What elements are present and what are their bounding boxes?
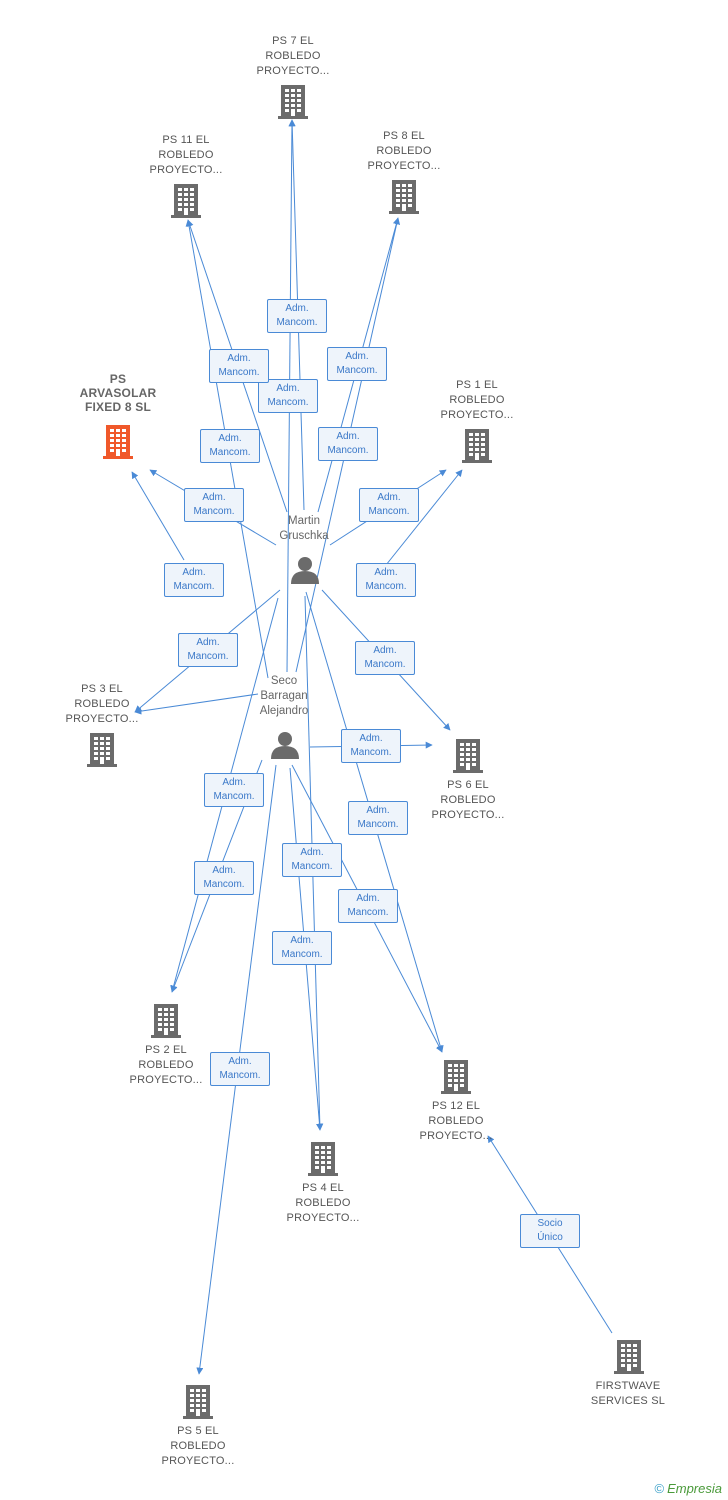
edge-label-fw-ps12[interactable]: Socio Único	[520, 1214, 580, 1248]
building-icon-ps5[interactable]	[183, 1385, 213, 1419]
edge-seco-ps3	[134, 693, 259, 715]
company-label-ps7[interactable]: PS 7 EL ROBLEDO PROYECTO...	[256, 35, 330, 77]
edge-label-seco-ps7[interactable]: Adm. Mancom.	[258, 379, 318, 413]
edge-label-martin-ps12[interactable]: Adm. Mancom.	[348, 801, 408, 835]
building-icon-ps2[interactable]	[151, 1004, 181, 1038]
copyright-icon: ©	[654, 1481, 665, 1496]
edge-label-seco-ps5[interactable]: Adm. Mancom.	[210, 1052, 270, 1086]
person-icon-martin[interactable]	[291, 557, 319, 584]
edge-label-seco-ps2[interactable]: Adm. Mancom.	[194, 861, 254, 895]
building-icon-arva[interactable]	[103, 425, 133, 459]
edge-label-martin-arva[interactable]: Adm. Mancom.	[184, 488, 244, 522]
edge-seco-arva	[131, 471, 185, 561]
nodes-layer	[87, 85, 644, 1419]
building-icon-ps11[interactable]	[171, 184, 201, 218]
edge-label-seco-ps12[interactable]: Adm. Mancom.	[338, 889, 398, 923]
building-icon-ps7[interactable]	[278, 85, 308, 119]
building-icon-ps12[interactable]	[441, 1060, 471, 1094]
company-label-ps1[interactable]: PS 1 EL ROBLEDO PROYECTO...	[440, 379, 514, 421]
person-label-seco[interactable]: Seco Barragan Alejandro	[259, 675, 309, 717]
edge-label-martin-ps1[interactable]: Adm. Mancom.	[359, 488, 419, 522]
edge-label-seco-ps6[interactable]: Adm. Mancom.	[341, 729, 401, 763]
building-icon-ps8[interactable]	[389, 180, 419, 214]
company-label-fw[interactable]: FIRSTWAVE SERVICES SL	[590, 1380, 666, 1407]
company-label-ps3[interactable]: PS 3 EL ROBLEDO PROYECTO...	[65, 683, 139, 725]
building-icon-ps1[interactable]	[462, 429, 492, 463]
company-label-ps2[interactable]: PS 2 EL ROBLEDO PROYECTO...	[129, 1044, 203, 1086]
company-label-ps4[interactable]: PS 4 EL ROBLEDO PROYECTO...	[286, 1182, 360, 1224]
edge-seco-ps1	[385, 469, 463, 566]
edge-label-seco-ps8[interactable]: Adm. Mancom.	[318, 427, 378, 461]
edge-label-seco-ps1[interactable]: Adm. Mancom.	[356, 563, 416, 597]
edge-label-martin-ps6[interactable]: Adm. Mancom.	[355, 641, 415, 675]
edge-label-martin-ps2[interactable]: Adm. Mancom.	[204, 773, 264, 807]
brand-logo: Empresia	[667, 1481, 722, 1496]
company-label-ps8[interactable]: PS 8 EL ROBLEDO PROYECTO...	[367, 130, 441, 172]
company-label-ps6[interactable]: PS 6 EL ROBLEDO PROYECTO...	[431, 779, 505, 821]
edge-label-martin-ps8[interactable]: Adm. Mancom.	[327, 347, 387, 381]
edge-label-seco-arva[interactable]: Adm. Mancom.	[164, 563, 224, 597]
edge-label-seco-ps11[interactable]: Adm. Mancom.	[200, 429, 260, 463]
person-label-martin[interactable]: Martin Gruschka	[279, 515, 329, 542]
company-label-ps11[interactable]: PS 11 EL ROBLEDO PROYECTO...	[149, 134, 223, 176]
building-icon-fw[interactable]	[614, 1340, 644, 1374]
edge-label-seco-ps3[interactable]: Adm. Mancom.	[178, 633, 238, 667]
edge-label-martin-ps4[interactable]: Adm. Mancom.	[282, 843, 342, 877]
building-icon-ps4[interactable]	[308, 1142, 338, 1176]
edge-label-martin-ps11[interactable]: Adm. Mancom.	[209, 349, 269, 383]
company-label-ps12[interactable]: PS 12 EL ROBLEDO PROYECTO...	[419, 1100, 493, 1142]
building-icon-ps6[interactable]	[453, 739, 483, 773]
edge-label-martin-ps7[interactable]: Adm. Mancom.	[267, 299, 327, 333]
edge-label-seco-ps4[interactable]: Adm. Mancom.	[272, 931, 332, 965]
company-label-ps5[interactable]: PS 5 EL ROBLEDO PROYECTO...	[161, 1425, 235, 1467]
company-label-arva[interactable]: PS ARVASOLAR FIXED 8 SL	[79, 372, 157, 414]
person-icon-seco[interactable]	[271, 732, 299, 759]
building-icon-ps3[interactable]	[87, 733, 117, 767]
footer-brand[interactable]: ©Empresia	[654, 1481, 722, 1496]
